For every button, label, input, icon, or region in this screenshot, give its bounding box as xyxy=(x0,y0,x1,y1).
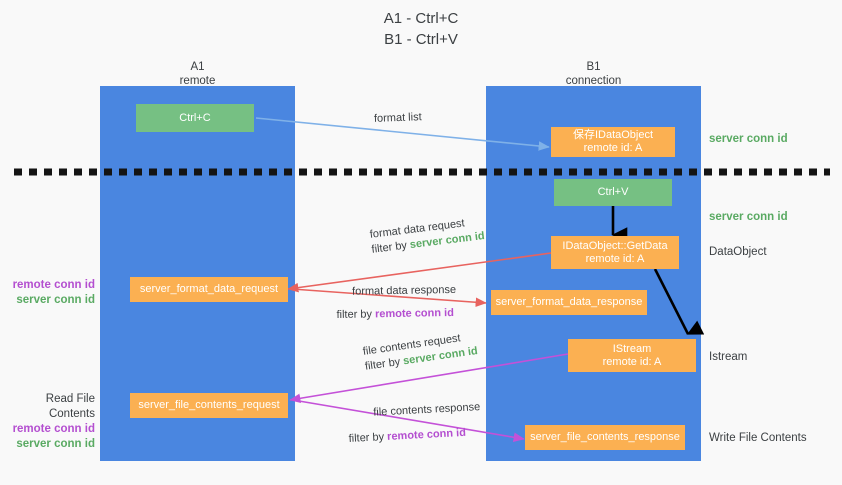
label-file-contents-response-filter-key: remote conn id xyxy=(386,426,467,443)
label-format-data-response-filter: filter by remote conn id xyxy=(336,306,456,323)
column-a1-sub: remote xyxy=(179,75,216,87)
column-header-b1: B1 connection xyxy=(486,60,701,88)
annotation-write-file-contents: Write File Contents xyxy=(709,432,807,444)
label-file-contents-response-filter: filter by remote conn id xyxy=(348,425,482,447)
box-server-file-contents-request[interactable]: server_file_contents_request xyxy=(130,393,288,418)
label-format-list: format list xyxy=(373,111,422,125)
box-getdata-line1: IDataObject::GetData xyxy=(562,239,668,252)
box-getdata-line2: remote id: A xyxy=(585,252,645,265)
annotation-read-file-contents: Read File Contents xyxy=(45,393,95,420)
box-server-format-data-response[interactable]: server_format_data_response xyxy=(491,290,647,315)
box-server-file-contents-request-label: server_file_contents_request xyxy=(138,399,280,411)
annotation-format-server-conn-id: server conn id xyxy=(16,294,95,306)
label-file-contents-request-filter-prefix: filter by xyxy=(364,355,405,373)
box-save-idataobject[interactable]: 保存IDataObject remote id: A xyxy=(551,127,675,157)
box-server-file-contents-response-label: server_file_contents_response xyxy=(530,431,680,443)
title-line-1: A1 - Ctrl+C xyxy=(383,10,459,27)
annotation-server-conn-id-2: server conn id xyxy=(709,211,788,223)
annotation-format-remote-conn-id: remote conn id xyxy=(12,279,95,291)
label-format-data-response: format data response filter by remote co… xyxy=(336,283,457,323)
box-save-idataobject-line2: remote id: A xyxy=(583,142,643,154)
label-format-data-response-line1: format data response xyxy=(352,283,457,298)
label-format-data-response-filter-prefix: filter by xyxy=(336,308,376,321)
box-istream-line2: remote id: A xyxy=(602,355,662,368)
label-file-contents-request: file contents request filter by server c… xyxy=(362,329,479,375)
box-save-idataobject-line1: 保存IDataObject xyxy=(572,129,654,141)
annotation-server-conn-id-1: server conn id xyxy=(709,133,788,145)
box-ctrl-c[interactable]: Ctrl+C xyxy=(136,104,254,132)
box-istream[interactable]: IStream remote id: A xyxy=(568,339,696,372)
title-line-2: B1 - Ctrl+V xyxy=(384,31,458,48)
box-ctrl-v-label: Ctrl+V xyxy=(597,186,629,198)
box-istream-line1: IStream xyxy=(612,342,652,355)
box-server-format-data-request[interactable]: server_format_data_request xyxy=(130,277,288,302)
annotation-file-server-conn-id: server conn id xyxy=(16,438,95,450)
box-server-format-data-request-label: server_format_data_request xyxy=(139,283,279,295)
box-ctrl-v[interactable]: Ctrl+V xyxy=(554,179,672,206)
box-server-format-data-response-label: server_format_data_response xyxy=(495,296,643,308)
label-format-data-response-filter-key: remote conn id xyxy=(374,306,454,321)
box-idataobject-getdata[interactable]: IDataObject::GetData remote id: A xyxy=(551,236,679,269)
column-a1-name: A1 xyxy=(190,61,205,73)
annotation-file-remote-conn-id: remote conn id xyxy=(12,423,95,435)
box-server-file-contents-response[interactable]: server_file_contents_response xyxy=(525,425,685,450)
column-header-a1: A1 remote xyxy=(100,60,295,88)
label-format-data-request: format data request filter by server con… xyxy=(369,214,486,258)
annotation-format-conn-ids: remote conn id server conn id xyxy=(0,278,95,308)
box-ctrl-c-label: Ctrl+C xyxy=(179,111,211,124)
label-file-contents-response-filter-prefix: filter by xyxy=(348,430,388,445)
annotation-dataobject: DataObject xyxy=(709,246,767,258)
page-title: A1 - Ctrl+C B1 - Ctrl+V xyxy=(0,8,842,50)
label-file-contents-response: file contents response filter by remote … xyxy=(347,400,482,447)
column-b1-name: B1 xyxy=(586,61,601,73)
annotation-istream: Istream xyxy=(709,351,748,363)
annotation-file-conn-ids: Read File Contents remote conn id server… xyxy=(0,392,95,452)
column-b1-sub: connection xyxy=(565,75,622,87)
label-file-contents-response-line1: file contents response xyxy=(373,401,481,419)
label-format-data-request-filter-prefix: filter by xyxy=(370,239,411,256)
